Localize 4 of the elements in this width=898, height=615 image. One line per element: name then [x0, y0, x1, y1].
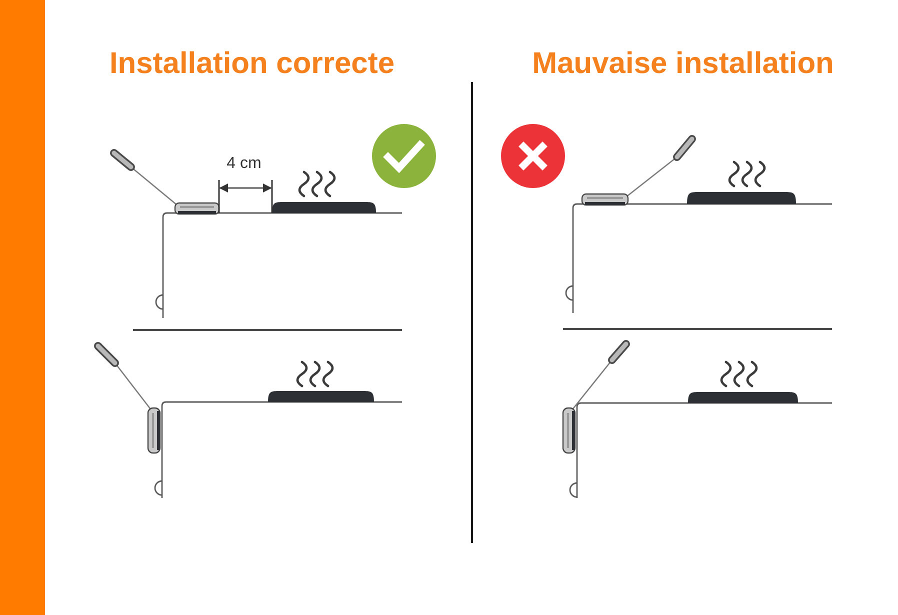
side-bar — [0, 0, 45, 615]
heading: Installation correcte — [109, 46, 395, 82]
heading: Mauvaise installation — [532, 46, 834, 82]
dimension-label: 4 cm — [226, 155, 262, 173]
